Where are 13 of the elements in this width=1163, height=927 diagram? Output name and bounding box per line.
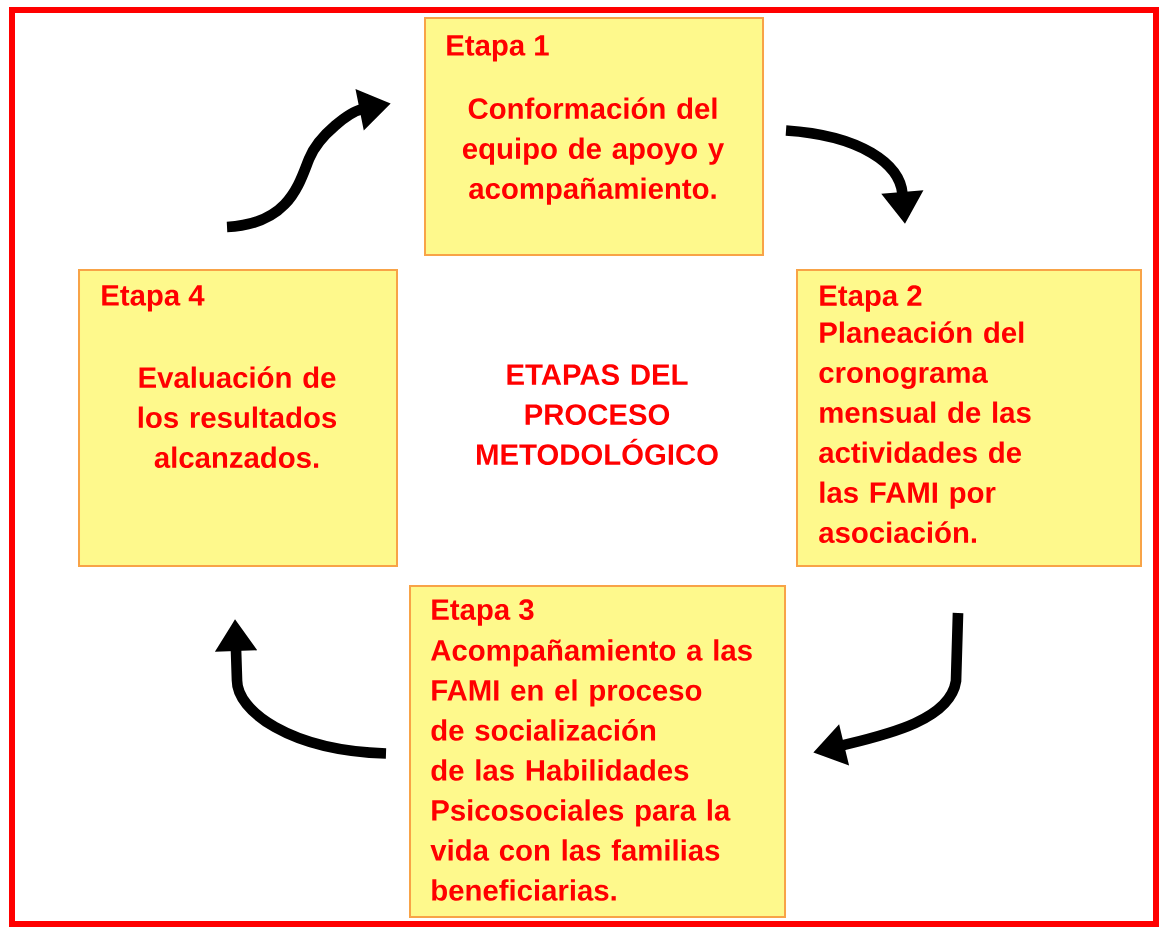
stage-box	[409, 585, 786, 918]
stage-heading: Etapa 1	[447, 35, 549, 62]
stage-heading: Etapa 2	[820, 285, 922, 312]
stage-box	[424, 17, 764, 256]
stage-box	[78, 269, 398, 567]
stage-box	[796, 269, 1142, 567]
stage-description: Conformación del equipo de apoyo y acompañamiento.	[462, 97, 725, 205]
stage-description: Planeación del cronograma mensual de las actividades de las FAMI por asociación.	[819, 321, 1031, 544]
stage-description: Acompañamiento a las FAMI en el proceso de socialización de las Habilidades Psicosociales para la vida con las familias beneficiarias.	[430, 639, 752, 901]
stage-heading: Etapa 4	[102, 285, 205, 312]
center-title: ETAPAS DEL PROCESO METODOLÓGICO	[477, 364, 718, 466]
stage-description: Evaluación de los resultados alcanzados.	[138, 366, 337, 469]
stage-heading: Etapa 3	[432, 599, 534, 626]
